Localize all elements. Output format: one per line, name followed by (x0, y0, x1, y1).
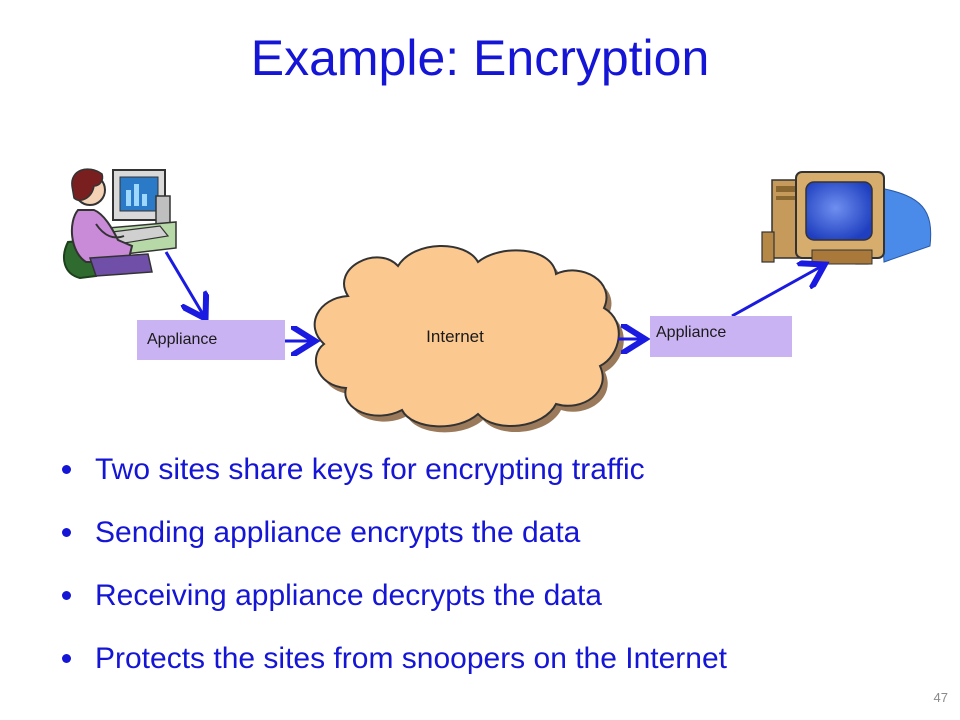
bullet-dot (62, 528, 71, 537)
bullet-item: Receiving appliance decrypts the data (60, 571, 950, 634)
bullet-list: Two sites share keys for encrypting traf… (60, 445, 950, 697)
bullet-dot (62, 465, 71, 474)
right-appliance-label: Appliance (656, 324, 727, 341)
bullet-text: Protects the sites from snoopers on the … (95, 642, 727, 675)
person-at-computer-icon (63, 168, 177, 280)
left-appliance-box: Appliance (137, 320, 285, 360)
bullet-dot (62, 591, 71, 600)
page-number: 47 (933, 690, 948, 705)
bullet-text: Sending appliance encrypts the data (95, 516, 581, 549)
bullet-dot (62, 654, 71, 663)
left-appliance-label: Appliance (147, 331, 218, 348)
arrow-appliance-to-computer (731, 266, 822, 318)
bullet-item: Two sites share keys for encrypting traf… (60, 445, 950, 508)
bullet-item: Sending appliance encrypts the data (60, 508, 950, 571)
right-appliance-box: Appliance (650, 316, 792, 357)
bullet-text: Two sites share keys for encrypting traf… (95, 453, 645, 486)
slide-title: Example: Encryption (250, 30, 710, 86)
desktop-computer-icon (761, 171, 932, 265)
bullet-item: Protects the sites from snoopers on the … (60, 634, 950, 697)
arrow-person-to-appliance (164, 251, 204, 316)
internet-cloud (313, 245, 624, 433)
bullet-text: Receiving appliance decrypts the data (95, 579, 602, 612)
internet-label: Internet (426, 327, 484, 346)
